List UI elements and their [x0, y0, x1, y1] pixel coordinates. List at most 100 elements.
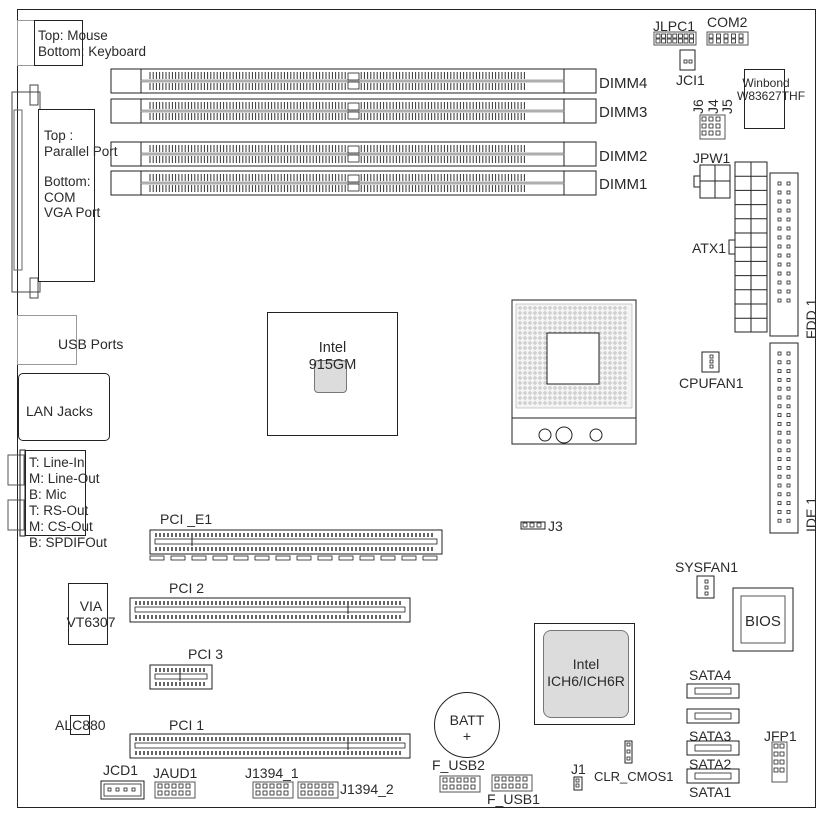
ide1-pin [786, 421, 791, 426]
cpu-socket-pin [593, 306, 597, 310]
f-usb1-pin [508, 776, 514, 782]
cpu-socket-pin [623, 351, 627, 355]
jlpc1-label: JLPC1 [653, 18, 696, 34]
j1394-2-label: J1394_2 [340, 781, 394, 797]
j1394-1-pin [262, 783, 268, 789]
cpu-socket-pin [613, 331, 617, 335]
pci1-slot [129, 733, 411, 759]
audio-spdif-out: B: SPDIFOut [29, 535, 108, 550]
audio-line-in: T: Line-In [29, 455, 85, 470]
cpu-socket-pin [523, 321, 527, 325]
superio-brand: Winbond [742, 76, 790, 90]
cpu-socket-pin [523, 351, 527, 355]
cpu-socket-pin [623, 391, 627, 395]
cpu-socket-pin [573, 386, 577, 390]
com2-pin [708, 33, 714, 39]
j1-label: J1 [571, 761, 586, 777]
ide1-pin [786, 448, 791, 453]
cpu-socket-pin [603, 356, 607, 360]
cpu-socket-pin [533, 401, 537, 405]
j6-j4-j5-jumpers [699, 114, 726, 140]
cpu-socket-pin [533, 336, 537, 340]
cpu-socket-pin [618, 401, 622, 405]
sata3-connector-port [694, 712, 732, 720]
cpu-socket-pin [618, 311, 622, 315]
firewire-label: VIA VT6307 [63, 598, 119, 630]
cpu-socket-pin [623, 331, 627, 335]
cpu-socket-pin [538, 316, 542, 320]
cpu-socket-pin [533, 386, 537, 390]
cpu-socket-pin [528, 351, 532, 355]
cpu-socket-pin [603, 311, 607, 315]
ide1-pin [777, 413, 782, 418]
parallel-port-text: Parallel Port [44, 143, 118, 159]
jcd1-pin [131, 787, 136, 792]
fdd1-pin [777, 181, 782, 186]
cpu-socket-pin [578, 316, 582, 320]
cpu-socket-pin [613, 391, 617, 395]
pci3-slot [149, 664, 213, 690]
pcie1-tab [317, 555, 333, 561]
clr-cmos1-pin [626, 749, 631, 754]
jaud1-pin [171, 790, 177, 796]
cpu-socket-pin [543, 361, 547, 365]
jaud1-pin [157, 783, 163, 789]
fdd1-pin [777, 262, 782, 267]
jumper-pin [708, 130, 714, 136]
cpu-socket-pin [543, 391, 547, 395]
cpufan1-pin [709, 364, 714, 369]
j6-label: J6 [690, 99, 706, 114]
spacer [44, 159, 118, 174]
cpu-socket-pin [603, 306, 607, 310]
cpu-socket-pin [588, 391, 592, 395]
ide1-connector [769, 342, 799, 534]
j3-pin [536, 522, 542, 528]
cpu-socket-pin [543, 366, 547, 370]
cpu-socket-pin [603, 401, 607, 405]
f-usb2-pin [463, 784, 469, 790]
cpu-socket-pin [563, 311, 567, 315]
dimm2-slot-notch [347, 145, 360, 154]
cpu-socket-pin [563, 396, 567, 400]
fdd1-pin [777, 208, 782, 213]
cpu-socket-pin [518, 381, 522, 385]
cpu-socket-pin [568, 321, 572, 325]
cpu-socket-pin [583, 306, 587, 310]
cpu-socket-pin [533, 361, 537, 365]
j3-pin [522, 522, 528, 528]
cpufan1-pin [709, 359, 714, 364]
cpu-socket-pin [623, 381, 627, 385]
cpu-socket-pin [598, 311, 602, 315]
jlpc1-pin [666, 38, 672, 44]
jpw1-label: JPW1 [693, 150, 731, 166]
cpu-socket-pin [618, 396, 622, 400]
sysfan1-label: SYSFAN1 [675, 559, 739, 575]
parallel-connector-inner [13, 109, 23, 271]
ide1-pin [777, 465, 782, 470]
cpu-socket-pin [518, 386, 522, 390]
cpu-socket-pin [558, 326, 562, 330]
cpu-socket-pin [543, 371, 547, 375]
cpu-socket-pin [613, 381, 617, 385]
ide1-pin [786, 501, 791, 506]
cpu-socket-pin [553, 401, 557, 405]
parallel-top-text: Top : [44, 128, 74, 143]
fdd1-pin [786, 199, 791, 204]
jlpc1-pin [678, 33, 683, 39]
j1394-1-pin [255, 783, 261, 789]
firewire-model: VT6307 [66, 614, 116, 630]
superio-model: W83627THF [737, 89, 806, 103]
cpu-socket-pin [528, 371, 532, 375]
pcie1-tab [275, 555, 291, 561]
cpu-socket-pin [598, 391, 602, 395]
f-usb1-pin [494, 776, 500, 782]
cpu-socket-pin [523, 371, 527, 375]
j1394-2-pin [314, 790, 320, 796]
sata2-connector [686, 740, 740, 756]
ide1-pin [777, 369, 782, 374]
cpu-socket-pin [593, 396, 597, 400]
cpu-socket-pin [598, 306, 602, 310]
southbridge-brand: Intel [572, 656, 600, 672]
cpu-socket-pin [523, 341, 527, 345]
j1-jumper [573, 776, 583, 791]
